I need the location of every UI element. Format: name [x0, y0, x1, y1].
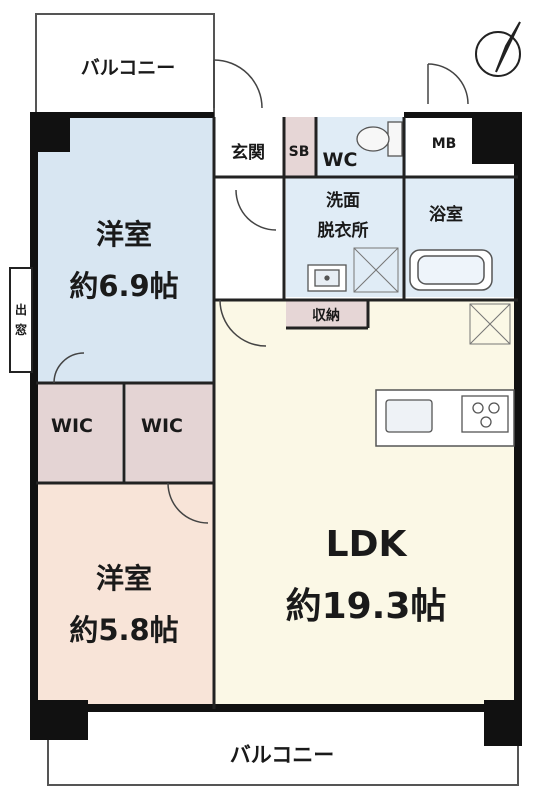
entrance-label: 玄関	[231, 142, 265, 163]
western-room-2-size: 約5.8帖	[69, 613, 178, 647]
sink-icon	[307, 264, 347, 292]
storage-floor	[286, 300, 368, 328]
western-room-1-size: 約6.9帖	[69, 269, 178, 303]
bathtub-icon	[409, 249, 493, 291]
balcony-bottom-label: バルコニー	[230, 743, 335, 767]
ldk-size: 約19.3帖	[286, 586, 447, 627]
refrigerator-space	[469, 303, 511, 345]
wic-right-label: WIC	[141, 415, 183, 437]
toilet-icon	[356, 121, 403, 157]
bay-window-label-1: 出	[15, 302, 27, 317]
western-room-2-label: 洋室	[96, 562, 152, 595]
bay-window-label-2: 窓	[15, 322, 27, 337]
toilet-label: WC	[323, 149, 358, 171]
bay-window	[9, 267, 33, 373]
washroom-label-line1: 洗面	[326, 190, 360, 211]
western-room-1-label: 洋室	[96, 218, 152, 251]
ldk-label: LDK	[326, 524, 408, 565]
shoe-box-floor	[284, 117, 316, 177]
washroom-label-line2: 脱衣所	[318, 220, 369, 241]
washer-tray	[353, 247, 399, 293]
western-room-1-floor	[36, 117, 214, 383]
compass-north-icon	[475, 21, 521, 77]
doors	[53, 59, 469, 524]
shoe-box-label: SB	[289, 144, 310, 160]
wic-left-label: WIC	[51, 415, 93, 437]
ldk-floor	[214, 300, 518, 709]
wic-left-floor	[36, 383, 122, 483]
walls	[30, 112, 522, 746]
interior-walls	[36, 117, 518, 709]
balcony-bottom-outline	[47, 708, 519, 786]
kitchen-sink-icon	[385, 399, 433, 433]
bathroom-label: 浴室	[429, 204, 463, 225]
western-room-2-floor	[36, 483, 214, 709]
meter-box-label: MB	[432, 136, 457, 152]
storage-label: 収納	[312, 307, 340, 324]
wic-right-floor	[126, 383, 214, 483]
kitchen-counter	[375, 389, 515, 447]
balcony-top-label: バルコニー	[81, 57, 176, 79]
stove-icon	[461, 395, 509, 433]
